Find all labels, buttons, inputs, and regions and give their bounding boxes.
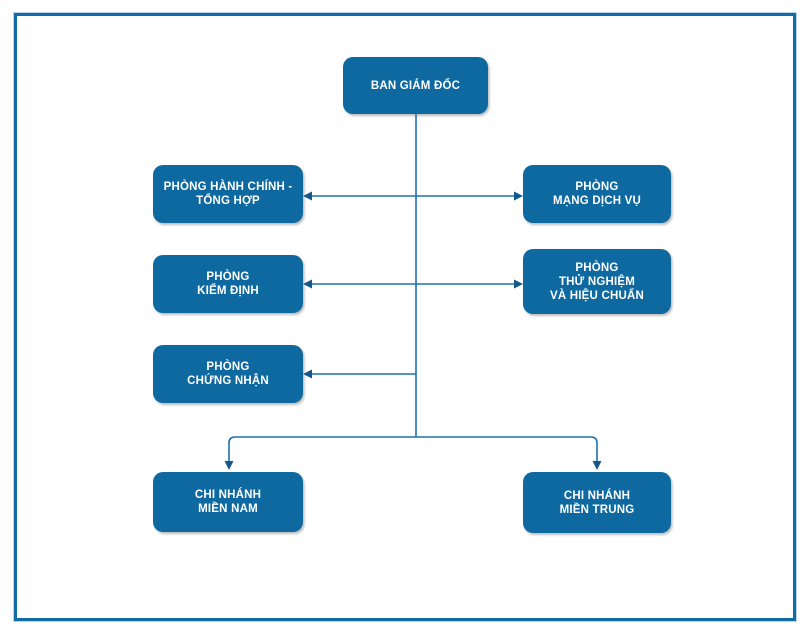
node-label-line: PHÒNG [575, 261, 619, 274]
node-label-line: PHÒNG HÀNH CHÍNH - [163, 181, 293, 193]
node-label-line: KIỂM ĐỊNH [197, 285, 259, 297]
node-phong-thu-nghiem-va-hieu-chuan: PHÒNG THỬ NGHIỆM VÀ HIỆU CHUẨN [523, 249, 671, 314]
node-label-line: CHI NHÁNH [194, 489, 262, 501]
node-phong-kiem-dinh: PHÒNG KIỂM ĐỊNH [153, 255, 303, 313]
node-label-line: CHỨNG NHẬN [187, 375, 269, 387]
node-phong-hanh-chinh-tong-hop: PHÒNG HÀNH CHÍNH - TỔNG HỢP [153, 165, 303, 223]
node-label-line: MIỀN NAM [198, 503, 258, 515]
diagram-frame [14, 13, 796, 621]
node-label-line: VÀ HIỆU CHUẨN [550, 289, 644, 302]
node-label-line: THỬ NGHIỆM [558, 275, 636, 288]
node-chi-nhanh-mien-trung: CHI NHÁNH MIỀN TRUNG [523, 472, 671, 533]
node-label-line: BAN GIÁM ĐỐC [370, 79, 461, 92]
node-label-line: MẠNG DỊCH VỤ [552, 195, 641, 207]
node-label-line: TỔNG HỢP [196, 195, 260, 207]
node-label-line: PHÒNG [575, 181, 619, 193]
node-phong-chung-nhan: PHÒNG CHỨNG NHẬN [153, 345, 303, 403]
node-label-line: MIỀN TRUNG [559, 503, 635, 516]
node-ban-giam-doc: BAN GIÁM ĐỐC [343, 57, 488, 114]
node-phong-mang-dich-vu: PHÒNG MẠNG DỊCH VỤ [523, 165, 671, 223]
node-label-line: CHI NHÁNH [563, 489, 631, 502]
node-label-line: PHÒNG [206, 361, 250, 373]
node-chi-nhanh-mien-nam: CHI NHÁNH MIỀN NAM [153, 472, 303, 532]
node-label-line: PHÒNG [206, 271, 250, 283]
